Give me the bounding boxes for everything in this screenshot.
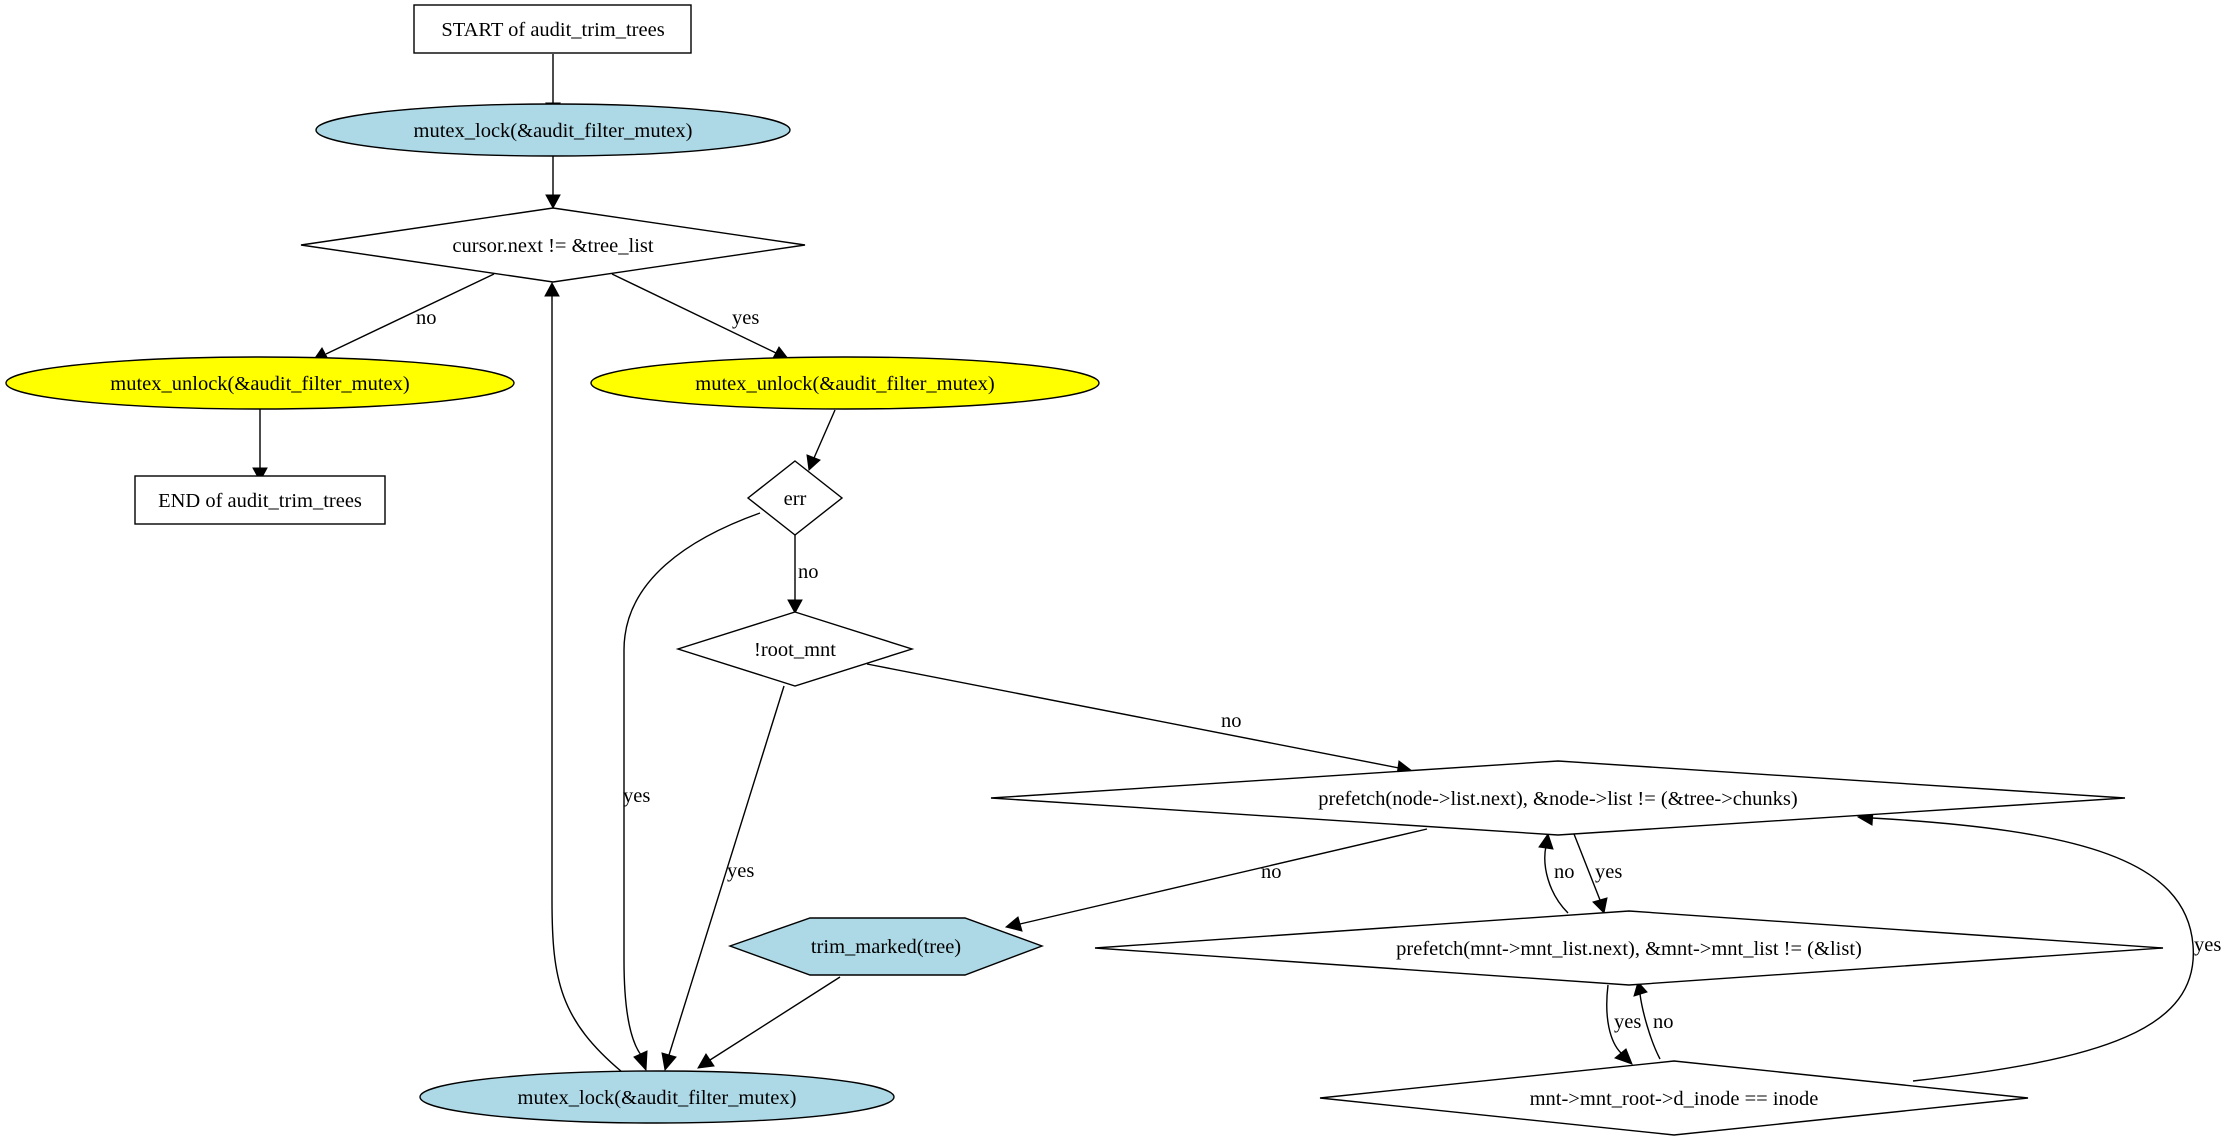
nodes: START of audit_trim_trees mutex_lock(&au…	[5, 4, 2164, 1136]
edge-chunks-no	[1019, 828, 1428, 925]
mnt-list-condition-node: prefetch(mnt->mnt_list.next), &mnt->mnt_…	[1094, 910, 2164, 986]
arrowhead	[697, 1053, 715, 1069]
edge-label-mnt-list-no: no	[1554, 861, 1575, 883]
ellipse-light-blue	[419, 1070, 895, 1124]
arrowhead	[544, 281, 560, 297]
edge-label-chunks-yes: yes	[1595, 861, 1622, 883]
err-condition-node: err	[746, 460, 844, 536]
mutex-unlock-right-label: mutex_unlock(&audit_filter_mutex)	[695, 373, 994, 395]
cursor-condition-node: cursor.next != &tree_list	[300, 207, 806, 283]
mutex-unlock-left-node: mutex_unlock(&audit_filter_mutex)	[5, 356, 515, 410]
arrowhead	[1633, 980, 1648, 997]
edge-inode-no	[1639, 993, 1661, 1060]
mutex-lock-top-label: mutex_lock(&audit_filter_mutex)	[414, 120, 693, 142]
arrowhead	[1592, 897, 1608, 915]
edge-label-inode-no: no	[1653, 1011, 1674, 1033]
trim-marked-node: trim_marked(tree)	[727, 917, 1045, 976]
inode-condition-label: mnt->mnt_root->d_inode == inode	[1530, 1088, 1819, 1110]
mutex-lock-top-node: mutex_lock(&audit_filter_mutex)	[315, 103, 791, 157]
edge-label-chunks-no: no	[1261, 861, 1282, 883]
inode-condition-node: mnt->mnt_root->d_inode == inode	[1319, 1060, 2029, 1136]
edge-lock-to-cursor-loop	[551, 296, 623, 1073]
root-mnt-condition-label: !root_mnt	[754, 639, 836, 661]
end-label: END of audit_trim_trees	[158, 490, 362, 512]
edge-mnt-list-yes	[1606, 984, 1622, 1054]
edge-trim-to-lock	[709, 976, 841, 1061]
end-node: END of audit_trim_trees	[134, 475, 386, 525]
arrowhead	[787, 599, 803, 615]
arrowhead	[1613, 1048, 1633, 1065]
edge-root-mnt-yes	[668, 685, 785, 1056]
edge-label-inode-yes: yes	[2194, 934, 2221, 956]
edge-label-err-yes: yes	[623, 785, 650, 807]
arrowhead	[252, 467, 268, 483]
edges	[252, 54, 2194, 1082]
edge-chunks-yes	[1573, 833, 1601, 901]
start-label: START of audit_trim_trees	[441, 19, 664, 41]
arrowhead	[1004, 916, 1023, 932]
edge-inode-yes	[1871, 817, 2194, 1082]
edge-label-mnt-list-yes: yes	[1614, 1011, 1641, 1033]
err-condition-label: err	[784, 488, 807, 510]
edge-label-root-mnt-no: no	[1221, 710, 1242, 732]
edge-unlock-to-err	[813, 409, 836, 459]
edge-label-cursor-no: no	[416, 307, 437, 329]
arrowhead	[545, 194, 561, 210]
edge-root-mnt-no	[866, 663, 1400, 769]
arrowhead	[633, 1050, 648, 1072]
edge-err-yes	[623, 512, 761, 1056]
mutex-unlock-right-node: mutex_unlock(&audit_filter_mutex)	[590, 356, 1100, 410]
mutex-lock-bottom-node: mutex_lock(&audit_filter_mutex)	[419, 1070, 895, 1124]
ellipse-yellow	[590, 356, 1100, 410]
edge-cursor-no	[325, 273, 495, 355]
mutex-lock-bottom-label: mutex_lock(&audit_filter_mutex)	[518, 1087, 797, 1109]
trim-marked-label: trim_marked(tree)	[811, 936, 961, 958]
edge-label-root-mnt-yes: yes	[727, 860, 754, 882]
chunks-condition-node: prefetch(node->list.next), &node->list !…	[990, 760, 2126, 836]
edge-mnt-list-no	[1544, 845, 1569, 914]
ellipse-yellow	[5, 356, 515, 410]
edge-cursor-yes	[611, 273, 777, 354]
cursor-condition-label: cursor.next != &tree_list	[452, 235, 653, 257]
mutex-unlock-left-label: mutex_unlock(&audit_filter_mutex)	[110, 373, 409, 395]
root-mnt-condition-node: !root_mnt	[675, 611, 915, 687]
chunks-condition-label: prefetch(node->list.next), &node->list !…	[1318, 788, 1797, 810]
edge-labels: no yes no yes yes no no no yes yes no ye…	[416, 307, 2221, 1033]
arrowhead	[1538, 832, 1554, 850]
edge-label-cursor-yes: yes	[732, 307, 759, 329]
mnt-list-condition-label: prefetch(mnt->mnt_list.next), &mnt->mnt_…	[1396, 938, 1862, 960]
arrowhead	[661, 1052, 677, 1072]
hexagon-light-blue	[727, 917, 1045, 976]
arrowhead	[806, 454, 821, 472]
ellipse-light-blue	[315, 103, 791, 157]
start-node: START of audit_trim_trees	[413, 4, 692, 54]
edge-label-err-no: no	[798, 561, 819, 583]
